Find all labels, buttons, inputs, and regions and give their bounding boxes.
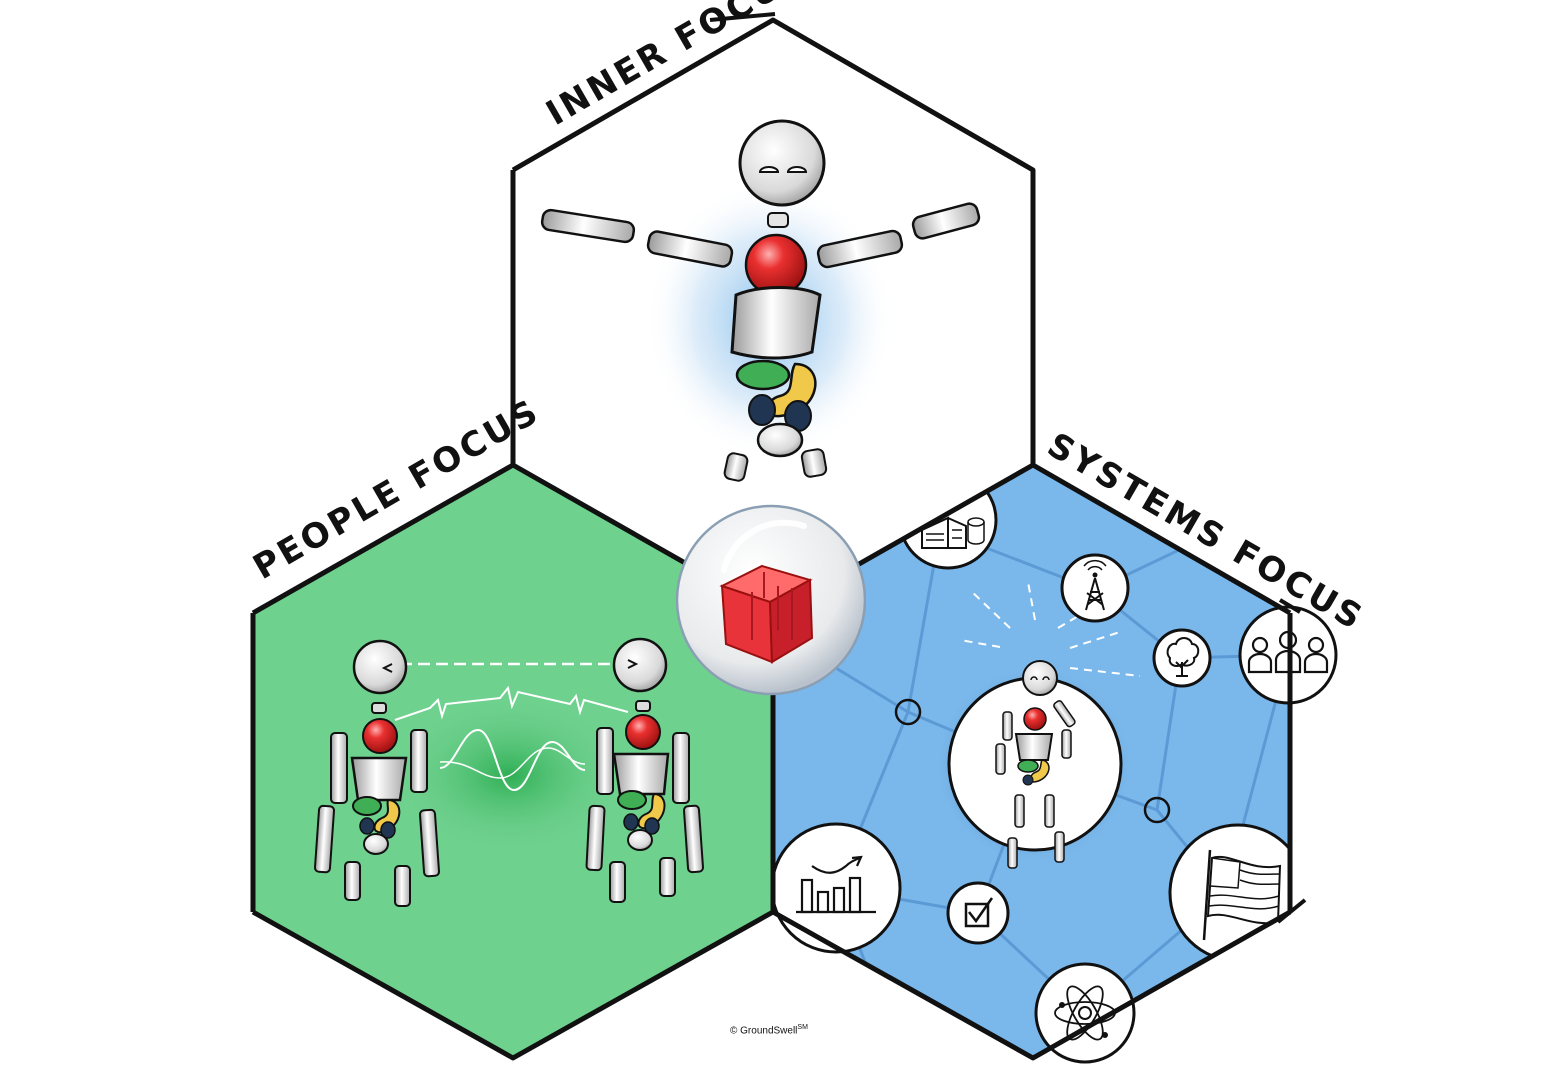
- sketch-strokes: [709, 12, 1307, 924]
- inner-robot: [540, 119, 981, 482]
- right-robot: [585, 637, 705, 903]
- signal-dashes: [959, 581, 1141, 677]
- systems-center-node: [947, 660, 1123, 869]
- right-robot-head: [612, 637, 668, 693]
- copyright-text: © GroundSwell: [730, 1025, 798, 1037]
- radio-tower-icon: [1060, 553, 1130, 623]
- tree-icon: [1152, 628, 1212, 688]
- network-node: [1143, 796, 1171, 824]
- red-cube-icon: [719, 564, 814, 664]
- copyright-notice: © GroundSwellSM: [730, 1024, 808, 1036]
- checkbox-icon: [946, 881, 1010, 945]
- growth-chart-icon: [770, 822, 902, 954]
- right-robot-heart: [625, 714, 661, 750]
- inner-robot-head: [738, 119, 826, 207]
- network-node: [894, 698, 922, 726]
- left-robot-head: [352, 639, 408, 695]
- center-bubble: [675, 504, 867, 696]
- service-mark: SM: [797, 1024, 808, 1031]
- left-robot-heart: [362, 718, 398, 754]
- people-focus-hex: [253, 465, 773, 1058]
- left-robot: [313, 639, 441, 907]
- inner-robot-heart: [744, 233, 808, 297]
